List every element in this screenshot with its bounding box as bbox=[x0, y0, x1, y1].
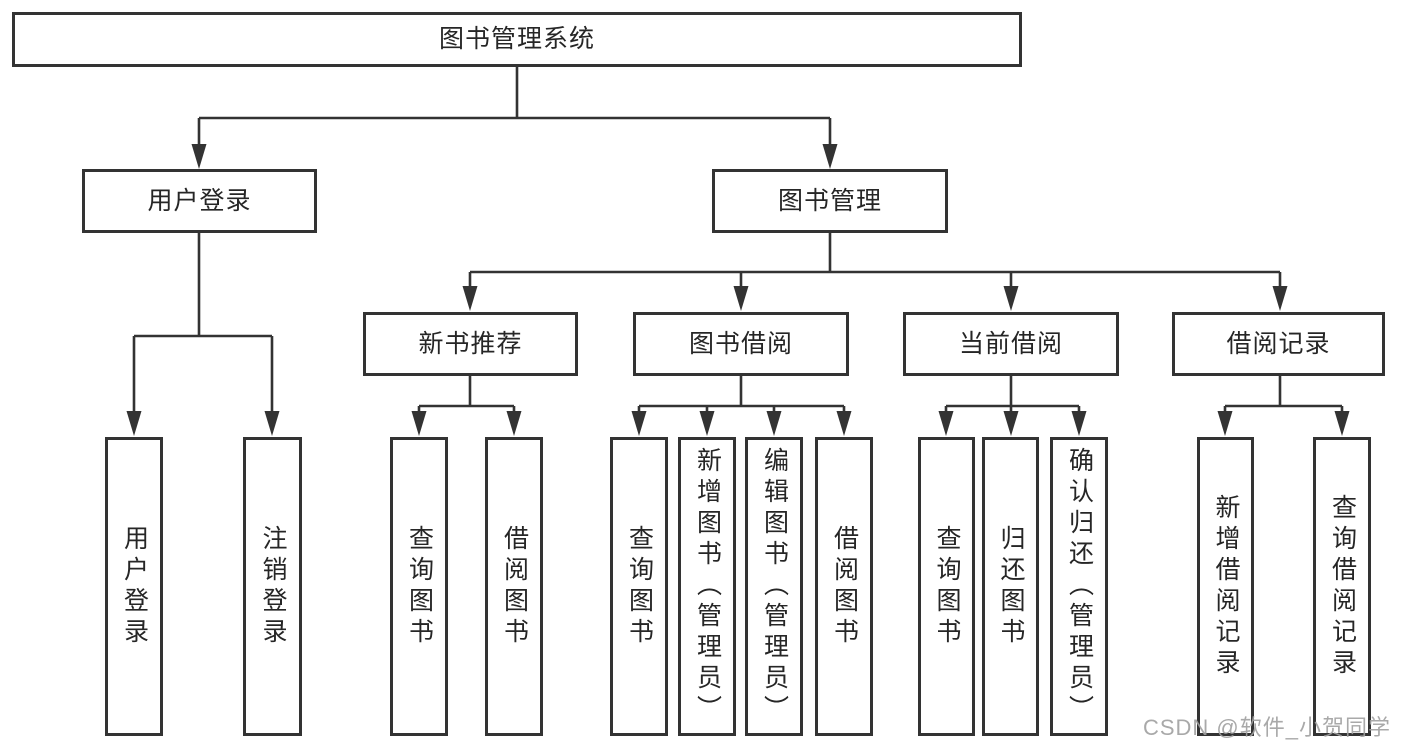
arrowhead bbox=[191, 144, 207, 169]
leaf-confirm-return-admin: 确认归还（管理员） bbox=[1050, 437, 1108, 736]
arrowhead bbox=[1217, 411, 1233, 436]
arrowhead bbox=[126, 411, 142, 436]
leaf-query-books-borrow: 查询图书 bbox=[610, 437, 668, 736]
node-borrow-records: 借阅记录 bbox=[1172, 312, 1385, 376]
node-system-root: 图书管理系统 bbox=[12, 12, 1022, 67]
leaf-add-book-admin: 新增图书（管理员） bbox=[678, 437, 736, 736]
arrowhead bbox=[699, 411, 715, 436]
connector-new-book-recommend-to-leaves bbox=[411, 376, 522, 436]
arrowhead bbox=[1272, 286, 1288, 311]
arrowhead bbox=[1071, 411, 1087, 436]
arrowhead bbox=[1334, 411, 1350, 436]
arrowhead bbox=[822, 144, 838, 169]
connector-root-to-level2 bbox=[191, 67, 838, 169]
leaf-query-books-current: 查询图书 bbox=[918, 437, 975, 736]
leaf-query-borrow-record: 查询借阅记录 bbox=[1313, 437, 1371, 736]
node-current-borrow: 当前借阅 bbox=[903, 312, 1119, 376]
arrowhead bbox=[1003, 411, 1019, 436]
arrowhead bbox=[264, 411, 280, 436]
arrowhead bbox=[836, 411, 852, 436]
arrowhead bbox=[733, 286, 749, 311]
connector-borrow-records-to-leaves bbox=[1217, 376, 1350, 436]
arrowhead bbox=[411, 411, 427, 436]
leaf-query-books-recommend: 查询图书 bbox=[390, 437, 448, 736]
connector-book-management-to-level3 bbox=[462, 233, 1288, 311]
arrowhead bbox=[462, 286, 478, 311]
leaf-logout: 注销登录 bbox=[243, 437, 302, 736]
arrowhead bbox=[506, 411, 522, 436]
csdn-watermark: CSDN @软件_小贺同学 bbox=[1142, 715, 1391, 740]
arrowhead bbox=[631, 411, 647, 436]
connector-book-borrow-to-leaves bbox=[631, 376, 852, 436]
leaf-return-book: 归还图书 bbox=[982, 437, 1039, 736]
connector-current-borrow-to-leaves bbox=[938, 376, 1087, 436]
node-book-borrow: 图书借阅 bbox=[633, 312, 849, 376]
arrowhead bbox=[938, 411, 954, 436]
node-book-management: 图书管理 bbox=[712, 169, 948, 233]
leaf-user-login: 用户登录 bbox=[105, 437, 163, 736]
leaf-borrow-books-borrow: 借阅图书 bbox=[815, 437, 873, 736]
leaf-edit-book-admin: 编辑图书（管理员） bbox=[745, 437, 803, 736]
node-user-login: 用户登录 bbox=[82, 169, 317, 233]
connector-user-login-to-leaves bbox=[126, 233, 280, 436]
arrowhead bbox=[1003, 286, 1019, 311]
leaf-add-borrow-record: 新增借阅记录 bbox=[1197, 437, 1254, 736]
node-new-book-recommend: 新书推荐 bbox=[363, 312, 578, 376]
leaf-borrow-books-recommend: 借阅图书 bbox=[485, 437, 543, 736]
arrowhead bbox=[766, 411, 782, 436]
